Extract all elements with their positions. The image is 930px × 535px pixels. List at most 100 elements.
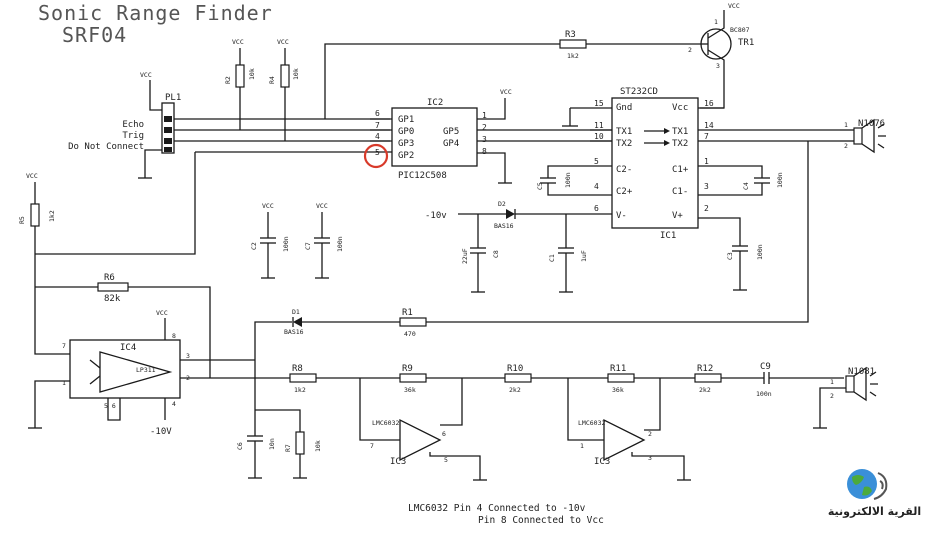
c7-value: 100n — [336, 236, 344, 252]
r8-ref: R8 — [292, 364, 303, 374]
tr1-pin2: 2 — [688, 46, 692, 54]
ic2-pin7-num: 7 — [375, 121, 380, 130]
ic2-pic12c508: IC2 PIC12C508 6 GP1 7 GP0 4 GP3 5 GP2 1 … — [375, 98, 487, 181]
ic2-pin2-num: 2 — [482, 123, 487, 132]
transducer-n1081: N1081 1 2 — [830, 366, 878, 402]
vcc-label-r4: VCC — [277, 38, 289, 46]
ic4-pin7: 7 — [62, 342, 66, 350]
capacitor-c1: C1 1uF — [548, 214, 588, 293]
diode-d1: D1 BAS16 — [284, 308, 304, 336]
resistor-r11: R11 36k — [607, 364, 635, 394]
r2-ref: R2 — [224, 76, 232, 84]
ic2-pin7-name: GP0 — [398, 127, 414, 137]
r12-value: 2k2 — [699, 386, 711, 394]
resistor-r1: R1 470 — [399, 308, 427, 338]
resistor-r8: R8 1k2 — [289, 364, 317, 394]
ic1-pin10-name: TX2 — [616, 139, 632, 149]
n1076-pin1: 1 — [844, 121, 848, 129]
ic1-pin3-num: 3 — [704, 182, 709, 191]
neg10v-label: -10v — [425, 211, 447, 221]
c9-value: 100n — [756, 390, 772, 398]
ic1-pin2-num: 2 — [704, 204, 709, 213]
capacitor-c4: C4 100n — [698, 165, 784, 196]
ic3a-pin6: 6 — [442, 430, 446, 438]
capacitor-c3: C3 100n — [698, 217, 764, 291]
ic2-pin6-name: GP1 — [398, 115, 414, 125]
c7-ref: C7 — [304, 242, 312, 250]
tr1-pin1: 1 — [714, 18, 718, 26]
capacitor-c6: C6 10n — [236, 360, 276, 479]
vcc-label-ic2: VCC — [500, 88, 512, 96]
r10-ref: R10 — [507, 364, 523, 374]
resistor-r4: R4 10k VCC — [268, 38, 300, 141]
vcc-label-tr1: VCC — [728, 2, 740, 10]
ic4-pin4: 4 — [172, 400, 176, 408]
title-line2: SRF04 — [62, 23, 127, 47]
ic1-pin5-name: C2- — [616, 165, 632, 175]
ic3b-pin2: 2 — [648, 430, 652, 438]
pl1-pin-echo: Echo — [122, 120, 144, 130]
ic1-pin1-name: C1+ — [672, 165, 689, 175]
ic1-pin3-name: C1- — [672, 187, 688, 197]
r1-value: 470 — [404, 330, 416, 338]
ic3b-pin3: 3 — [648, 454, 652, 462]
resistor-r9: R9 36k — [399, 364, 427, 394]
ic4-pin1: 1 — [62, 379, 66, 387]
n1081-pin2: 2 — [830, 392, 834, 400]
capacitor-c5: C5 100n — [536, 165, 612, 196]
d2-ref: D2 — [498, 200, 506, 208]
ic2-pin3-name: GP4 — [443, 139, 459, 149]
r5-value: 1k2 — [48, 210, 56, 222]
ic3a-pin5: 5 — [444, 456, 448, 464]
note-pin4: LMC6032 Pin 4 Connected to -10v — [408, 503, 586, 514]
c9-ref: C9 — [760, 362, 771, 372]
ic1-pin10-num: 10 — [594, 132, 604, 141]
ic1-pin11-name: TX1 — [616, 127, 632, 137]
ic1-pin6-num: 6 — [594, 204, 599, 213]
ic3b-pin1: 1 — [580, 442, 584, 450]
globe-icon — [847, 469, 888, 500]
note-pin8: Pin 8 Connected to Vcc — [478, 515, 604, 526]
d2-value: BAS16 — [494, 222, 514, 230]
capacitor-c2: VCC C2 100n — [250, 202, 290, 279]
r12-ref: R12 — [697, 364, 713, 374]
ic1-pin2-name: V+ — [672, 211, 683, 221]
r3-value: 1k2 — [567, 52, 579, 60]
ic4-part: LP311 — [136, 366, 156, 374]
c2-value: 100n — [282, 236, 290, 252]
ic3b-ref: IC3 — [594, 457, 610, 467]
ic1-pin4-name: C2+ — [616, 187, 633, 197]
c5-value: 100n — [564, 172, 572, 188]
tr1-ref: TR1 — [738, 38, 754, 48]
vcc-label-ic4: VCC — [156, 309, 168, 317]
capacitor-c9: C9 100n — [756, 362, 772, 398]
highlight-circle — [363, 143, 389, 169]
r6-value: 82k — [104, 294, 121, 304]
ic1-pin6-name: V- — [616, 211, 627, 221]
c6-ref: C6 — [236, 442, 244, 450]
c4-ref: C4 — [742, 182, 750, 190]
ic1-pin1-num: 1 — [704, 157, 709, 166]
ic1-pin16-name: Vcc — [672, 103, 688, 113]
ic1-pin15-name: Gnd — [616, 103, 632, 113]
n1081-ref: N1081 — [848, 367, 875, 377]
ic4-subpins: 5 6 — [104, 402, 116, 410]
resistor-r10: R10 2k2 — [504, 364, 532, 394]
vcc-label-r5: VCC — [26, 172, 38, 180]
ic1-pin7-name: TX2 — [672, 139, 688, 149]
title-line1: Sonic Range Finder — [38, 1, 273, 25]
ic3a-pin7: 7 — [370, 442, 374, 450]
ic2-pin4-name: GP3 — [398, 139, 414, 149]
logo-text: القرية الالكترونية — [827, 505, 922, 518]
ic2-ref: IC2 — [427, 98, 443, 108]
c1-ref: C1 — [548, 254, 556, 262]
vcc-label-pl1: VCC — [140, 71, 152, 79]
r3-ref: R3 — [565, 30, 576, 40]
r7-ref: R7 — [284, 444, 292, 452]
ic1-pin4-num: 4 — [594, 182, 599, 191]
ic3a-part: LMC6032 — [372, 419, 399, 427]
resistor-r12: R12 2k2 — [694, 364, 722, 394]
r9-ref: R9 — [402, 364, 413, 374]
ic1-part: ST232CD — [620, 87, 658, 97]
